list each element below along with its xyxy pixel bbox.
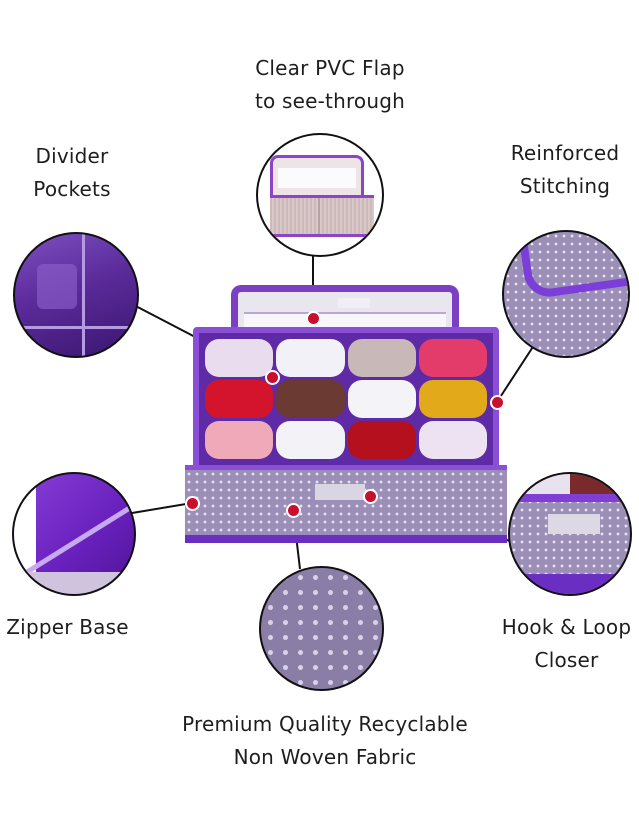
feature-label-reinforced-stitching: Reinforced Stitching (510, 141, 620, 198)
zoom-circle-pvc-flap (256, 133, 384, 257)
compartment-cell (418, 421, 487, 459)
zoom-circle-zipper-base (12, 472, 136, 596)
compartment-cell (276, 380, 345, 418)
product-organizer-box (185, 285, 507, 550)
box-front-panel (185, 465, 507, 543)
zoom-circle-hook-loop (508, 472, 632, 596)
callout-dot-zipper-base (185, 496, 200, 511)
callout-dot-reinforced-stitching (490, 395, 505, 410)
velcro-patch (315, 484, 365, 500)
compartment-cell (205, 339, 274, 377)
feature-label-hook-loop: Hook & Loop Closer (501, 615, 632, 672)
compartments-area (193, 327, 499, 471)
zoom-circle-fabric (259, 566, 384, 691)
compartment-cell (205, 421, 274, 459)
compartment-cell (418, 380, 487, 418)
callout-dot-pvc-flap (306, 311, 321, 326)
zoom-circle-reinforced-stitching (502, 230, 630, 358)
callout-dot-divider-pockets (265, 370, 280, 385)
feature-label-zipper-base: Zipper Base (6, 615, 129, 639)
compartment-cell (276, 421, 345, 459)
compartment-cell (347, 380, 416, 418)
compartment-cell (347, 421, 416, 459)
compartment-cell (347, 339, 416, 377)
callout-dot-hook-loop (363, 489, 378, 504)
feature-label-fabric: Premium Quality Recyclable Non Woven Fab… (182, 712, 468, 769)
compartment-cell (276, 339, 345, 377)
zoom-circle-divider-pockets (13, 232, 139, 358)
compartment-cell (205, 380, 274, 418)
feature-label-divider-pockets: Divider Pockets (33, 144, 111, 201)
feature-label-pvc-flap: Clear PVC Flap to see-through (254, 56, 406, 113)
callout-dot-fabric (286, 503, 301, 518)
compartment-cell (418, 339, 487, 377)
